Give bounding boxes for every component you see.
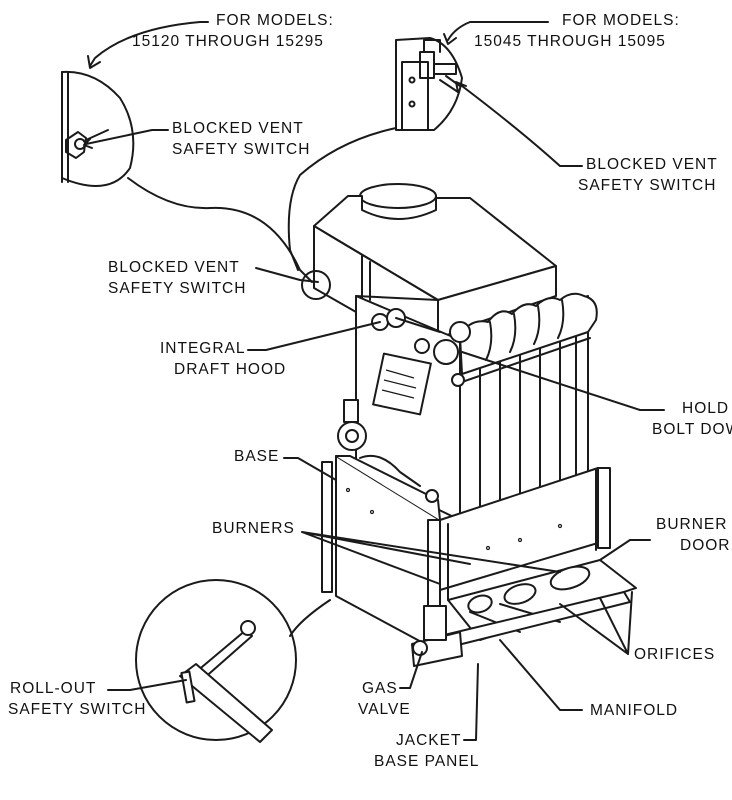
label-orifices-line1: ORIFICES (634, 646, 716, 663)
label-rollout-line2: SAFETY SWITCH (8, 701, 147, 718)
side-fittings (337, 399, 367, 451)
label-models-small: FOR MODELS: 15045 THROUGH 15095 (474, 10, 680, 52)
label-bvss-detail-left-line2: SAFETY SWITCH (172, 141, 311, 158)
detail-small-models (395, 37, 463, 131)
label-models-large: FOR MODELS: 15120 THROUGH 15295 (132, 10, 334, 52)
label-manifold-line1: MANIFOLD (590, 702, 679, 719)
label-burner-door-line2: DOOR (680, 537, 731, 554)
draft-hood-hardware (371, 308, 471, 387)
label-manifold: MANIFOLD (590, 700, 678, 721)
label-bvss-detail-left: BLOCKED VENT SAFETY SWITCH (172, 118, 310, 160)
label-burner-door: BURNER DOOR (656, 514, 731, 556)
detail-large-models (61, 70, 135, 187)
label-bvss-detail-right: BLOCKED VENT SAFETY SWITCH (578, 154, 718, 196)
label-hold-down-line1: HOLD (682, 400, 730, 417)
label-gas-valve: GAS VALVE (358, 678, 411, 720)
label-bvss-main-line1: BLOCKED VENT (108, 259, 240, 276)
label-bvss-main: BLOCKED VENT SAFETY SWITCH (108, 257, 246, 299)
label-burners: BURNERS (212, 518, 295, 539)
label-bvss-detail-right-line1: BLOCKED VENT (586, 156, 718, 173)
label-models-large-line2: 15120 THROUGH 15295 (132, 33, 324, 50)
label-gas-valve-line1: GAS (362, 680, 398, 697)
label-models-large-line1: FOR MODELS: (216, 12, 334, 29)
detail-rollout-switch (135, 579, 331, 743)
arrow-right-top (443, 21, 549, 45)
label-models-small-line2: 15045 THROUGH 15095 (474, 33, 666, 50)
label-bvss-detail-left-line1: BLOCKED VENT (172, 120, 304, 137)
label-jacket-line1: JACKET (396, 732, 462, 749)
label-rollout-line1: ROLL-OUT (10, 680, 97, 697)
label-bvss-main-line2: SAFETY SWITCH (108, 280, 247, 297)
label-hold-down-line2: BOLT DOWN (652, 421, 732, 438)
label-gas-valve-line2: VALVE (358, 701, 411, 718)
arrow-left-top (87, 21, 201, 69)
label-orifices: ORIFICES (634, 644, 715, 665)
label-base: BASE (234, 446, 279, 467)
burners-manifold (411, 559, 637, 667)
label-burner-door-line1: BURNER (656, 516, 728, 533)
label-draft-hood-line2: DRAFT HOOD (174, 361, 287, 378)
label-jacket: JACKET BASE PANEL (374, 730, 479, 772)
label-jacket-line2: BASE PANEL (374, 753, 480, 770)
label-models-small-line1: FOR MODELS: (562, 12, 680, 29)
label-base-line1: BASE (234, 448, 280, 465)
label-hold-down: HOLD BOLT DOWN (652, 398, 732, 440)
label-rollout: ROLL-OUT SAFETY SWITCH (8, 678, 147, 720)
leader-left-detail (127, 177, 313, 283)
callout-leaders (83, 21, 665, 741)
leader-right-detail (287, 127, 397, 271)
base-assembly (321, 454, 611, 661)
label-draft-hood-line1: INTEGRAL (160, 340, 246, 357)
label-bvss-detail-right-line2: SAFETY SWITCH (578, 177, 717, 194)
label-draft-hood: INTEGRAL DRAFT HOOD (160, 338, 286, 380)
label-burners-line1: BURNERS (212, 520, 295, 537)
